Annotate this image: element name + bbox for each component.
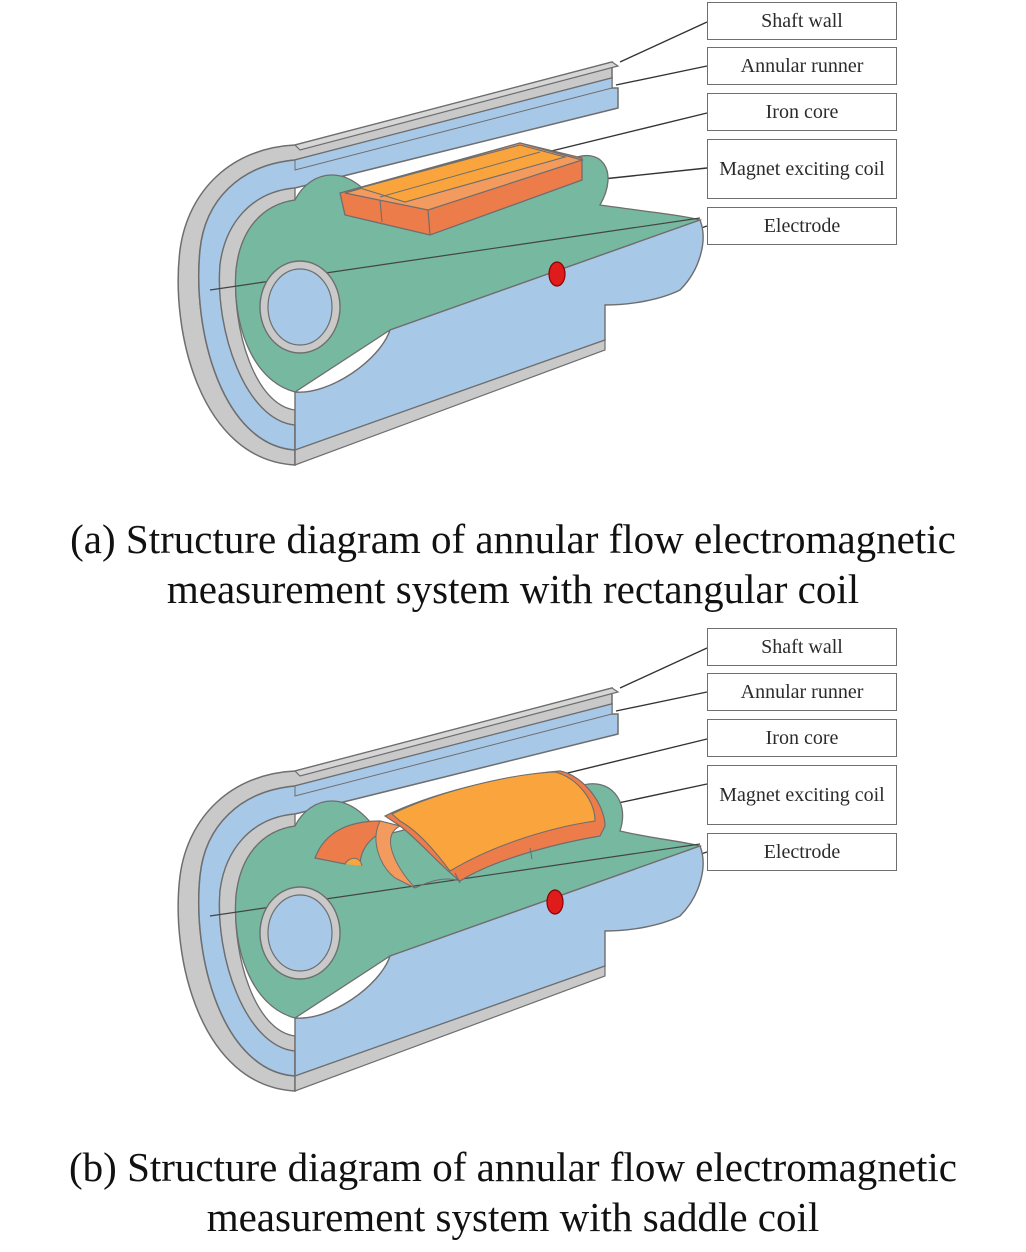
rectangular-coil-diagram <box>177 21 708 466</box>
rectangular-coil <box>339 142 585 236</box>
label-shaft-wall-b: Shaft wall <box>707 628 897 666</box>
electrode-b <box>546 889 564 915</box>
label-annular-runner-a: Annular runner <box>707 47 897 85</box>
caption-b-line1: (b) Structure diagram of annular flow el… <box>69 1144 957 1190</box>
panel-a: Shaft wall Annular runner Iron core Magn… <box>0 2 1026 614</box>
caption-a-line2: measurement system with rectangular coil <box>166 566 860 612</box>
label-electrode-b: Electrode <box>707 833 897 871</box>
label-iron-core-b: Iron core <box>707 719 897 757</box>
label-electrode-a: Electrode <box>707 207 897 245</box>
caption-a-line1: (a) Structure diagram of annular flow el… <box>70 516 956 562</box>
caption-b-line2: measurement system with saddle coil <box>206 1194 820 1240</box>
label-iron-core-a: Iron core <box>707 93 897 131</box>
label-magnet-coil-b: Magnet exciting coil <box>707 765 897 825</box>
saddle-coil <box>314 770 606 889</box>
caption-a: (a) Structure diagram of annular flow el… <box>0 514 1026 614</box>
label-annular-runner-b: Annular runner <box>707 673 897 711</box>
iron-core-b <box>391 771 596 872</box>
caption-b: (b) Structure diagram of annular flow el… <box>0 1142 1026 1242</box>
label-magnet-coil-a: Magnet exciting coil <box>707 139 897 199</box>
saddle-coil-diagram <box>177 647 708 1092</box>
panel-b: Shaft wall Annular runner Iron core Magn… <box>0 626 1026 1252</box>
electrode-a <box>548 261 566 287</box>
label-shaft-wall-a: Shaft wall <box>707 2 897 40</box>
